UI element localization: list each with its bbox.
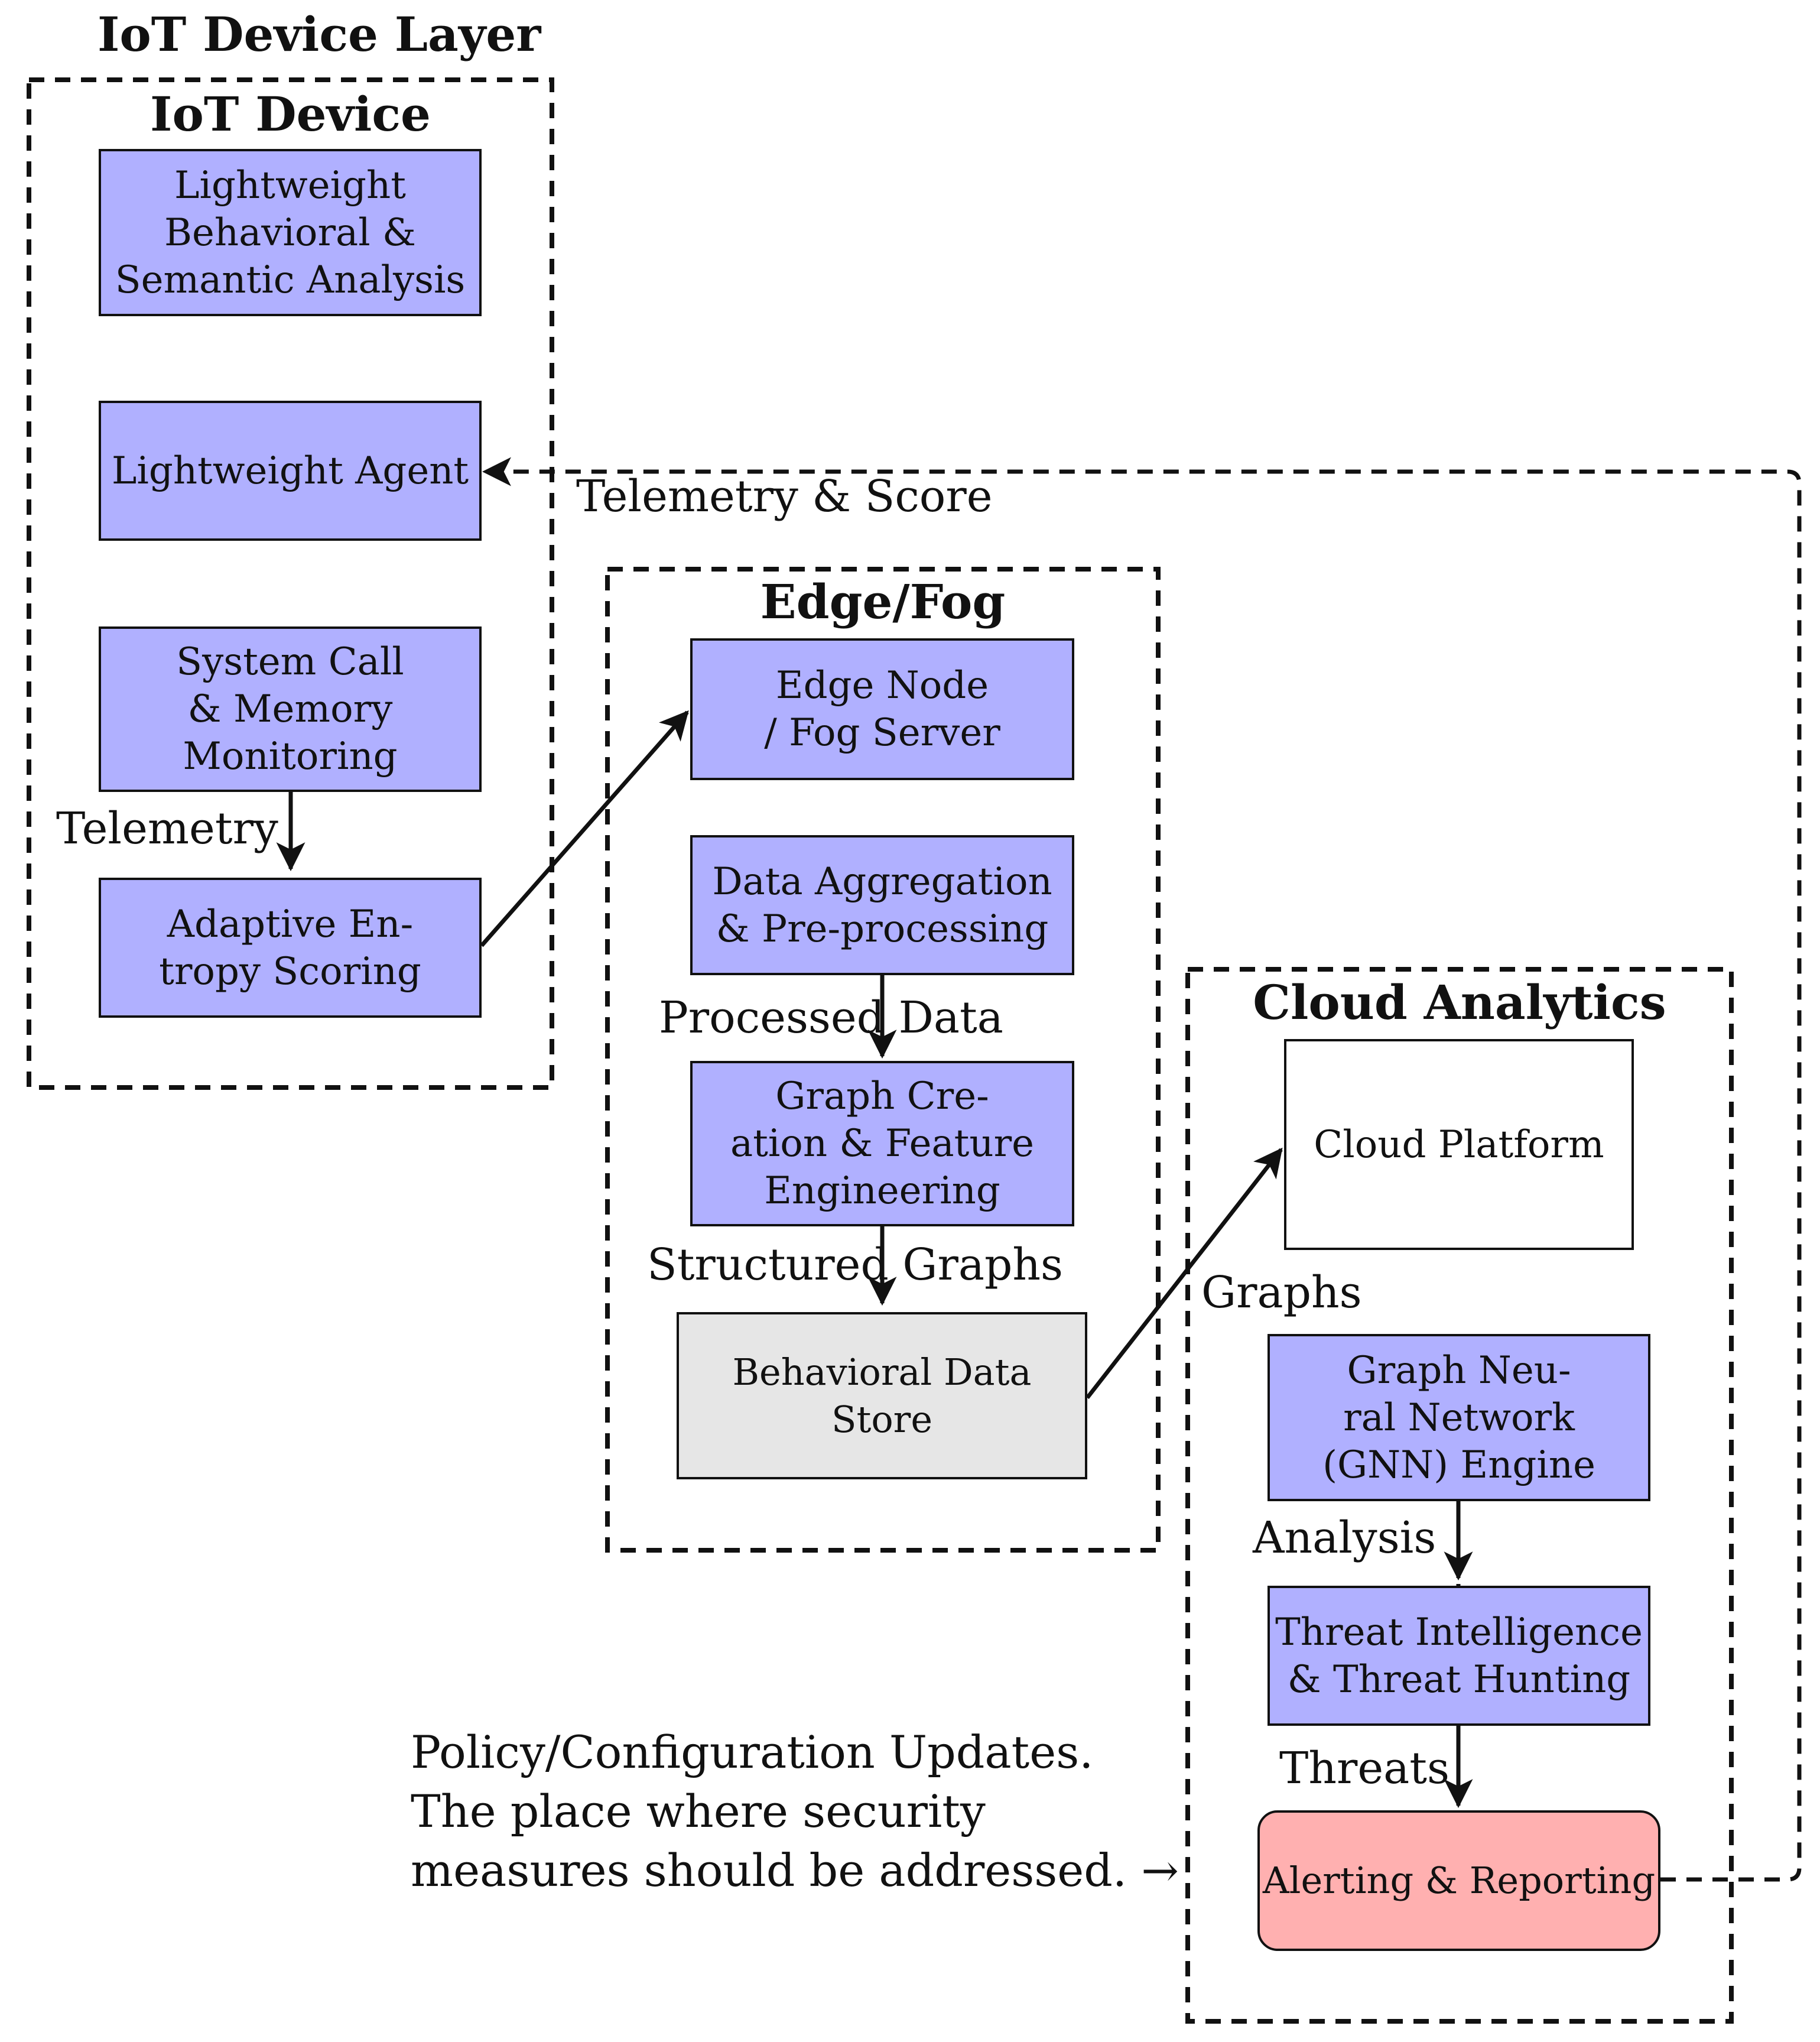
threats-label: Threats bbox=[1279, 1743, 1450, 1794]
store-to-cloud-arrow bbox=[1086, 1147, 1283, 1400]
alerting-reporting-label: Alerting & Reporting bbox=[1262, 1859, 1656, 1902]
policy-note-line3: measures should be addressed. → bbox=[411, 1844, 1179, 1897]
telemetry-score-label: Telemetry & Score bbox=[576, 471, 993, 522]
structured-graphs-label: Structured Graphs bbox=[647, 1239, 1063, 1290]
data-aggregation-label: Data Aggregation & Pre-processing bbox=[712, 859, 1052, 951]
alerting-reporting-box: Alerting & Reporting bbox=[1257, 1810, 1660, 1951]
entropy-to-edge-arrow bbox=[480, 710, 689, 947]
policy-note-line1: Policy/Configuration Updates. bbox=[411, 1726, 1094, 1778]
edge-node-box: Edge Node / Fog Server bbox=[690, 638, 1074, 780]
layer-title: IoT Device Layer bbox=[98, 7, 541, 62]
behavioral-data-store-box: Behavioral Data Store bbox=[677, 1312, 1087, 1479]
threat-intelligence-label: Threat Intelligence & Threat Hunting bbox=[1275, 1610, 1643, 1702]
lightweight-agent-box: Lightweight Agent bbox=[99, 401, 482, 541]
semantic-analysis-label: Lightweight Behavioral & Semantic Analys… bbox=[115, 163, 466, 302]
cloud-platform-box: Cloud Platform bbox=[1284, 1039, 1634, 1250]
cloud-analytics-container bbox=[1185, 967, 1734, 2024]
cloud-analytics-title: Cloud Analytics bbox=[1253, 975, 1666, 1030]
processed-data-label: Processed Data bbox=[659, 992, 1003, 1043]
data-aggregation-box: Data Aggregation & Pre-processing bbox=[690, 835, 1074, 975]
gnn-engine-label: Graph Neu- ral Network (GNN) Engine bbox=[1322, 1348, 1595, 1487]
threat-intelligence-box: Threat Intelligence & Threat Hunting bbox=[1268, 1586, 1650, 1726]
edge-node-label: Edge Node / Fog Server bbox=[764, 664, 1000, 755]
telemetry-label: Telemetry bbox=[56, 803, 278, 854]
iot-device-title: IoT Device bbox=[150, 86, 431, 142]
graph-creation-box: Graph Cre- ation & Feature Engineering bbox=[690, 1061, 1074, 1226]
behavioral-data-store-label: Behavioral Data Store bbox=[732, 1350, 1032, 1441]
policy-note-line2: The place where security bbox=[411, 1785, 986, 1838]
edge-fog-container bbox=[605, 567, 1161, 1553]
cloud-platform-label: Cloud Platform bbox=[1314, 1122, 1604, 1167]
semantic-analysis-box: Lightweight Behavioral & Semantic Analys… bbox=[99, 149, 482, 316]
graph-creation-label: Graph Cre- ation & Feature Engineering bbox=[730, 1074, 1035, 1213]
gnn-engine-box: Graph Neu- ral Network (GNN) Engine bbox=[1268, 1334, 1650, 1501]
syscall-monitoring-label: System Call & Memory Monitoring bbox=[176, 640, 404, 778]
lightweight-agent-label: Lightweight Agent bbox=[111, 449, 469, 493]
graphs-label: Graphs bbox=[1201, 1267, 1362, 1318]
iot-device-container bbox=[27, 77, 554, 1090]
edge-fog-title: Edge/Fog bbox=[760, 574, 1006, 629]
entropy-scoring-box: Adaptive En- tropy Scoring bbox=[99, 878, 482, 1018]
syscall-monitoring-box: System Call & Memory Monitoring bbox=[99, 626, 482, 792]
analysis-label: Analysis bbox=[1253, 1512, 1436, 1563]
entropy-scoring-label: Adaptive En- tropy Scoring bbox=[159, 902, 421, 994]
feedback-loop-arrow bbox=[482, 457, 1802, 1882]
